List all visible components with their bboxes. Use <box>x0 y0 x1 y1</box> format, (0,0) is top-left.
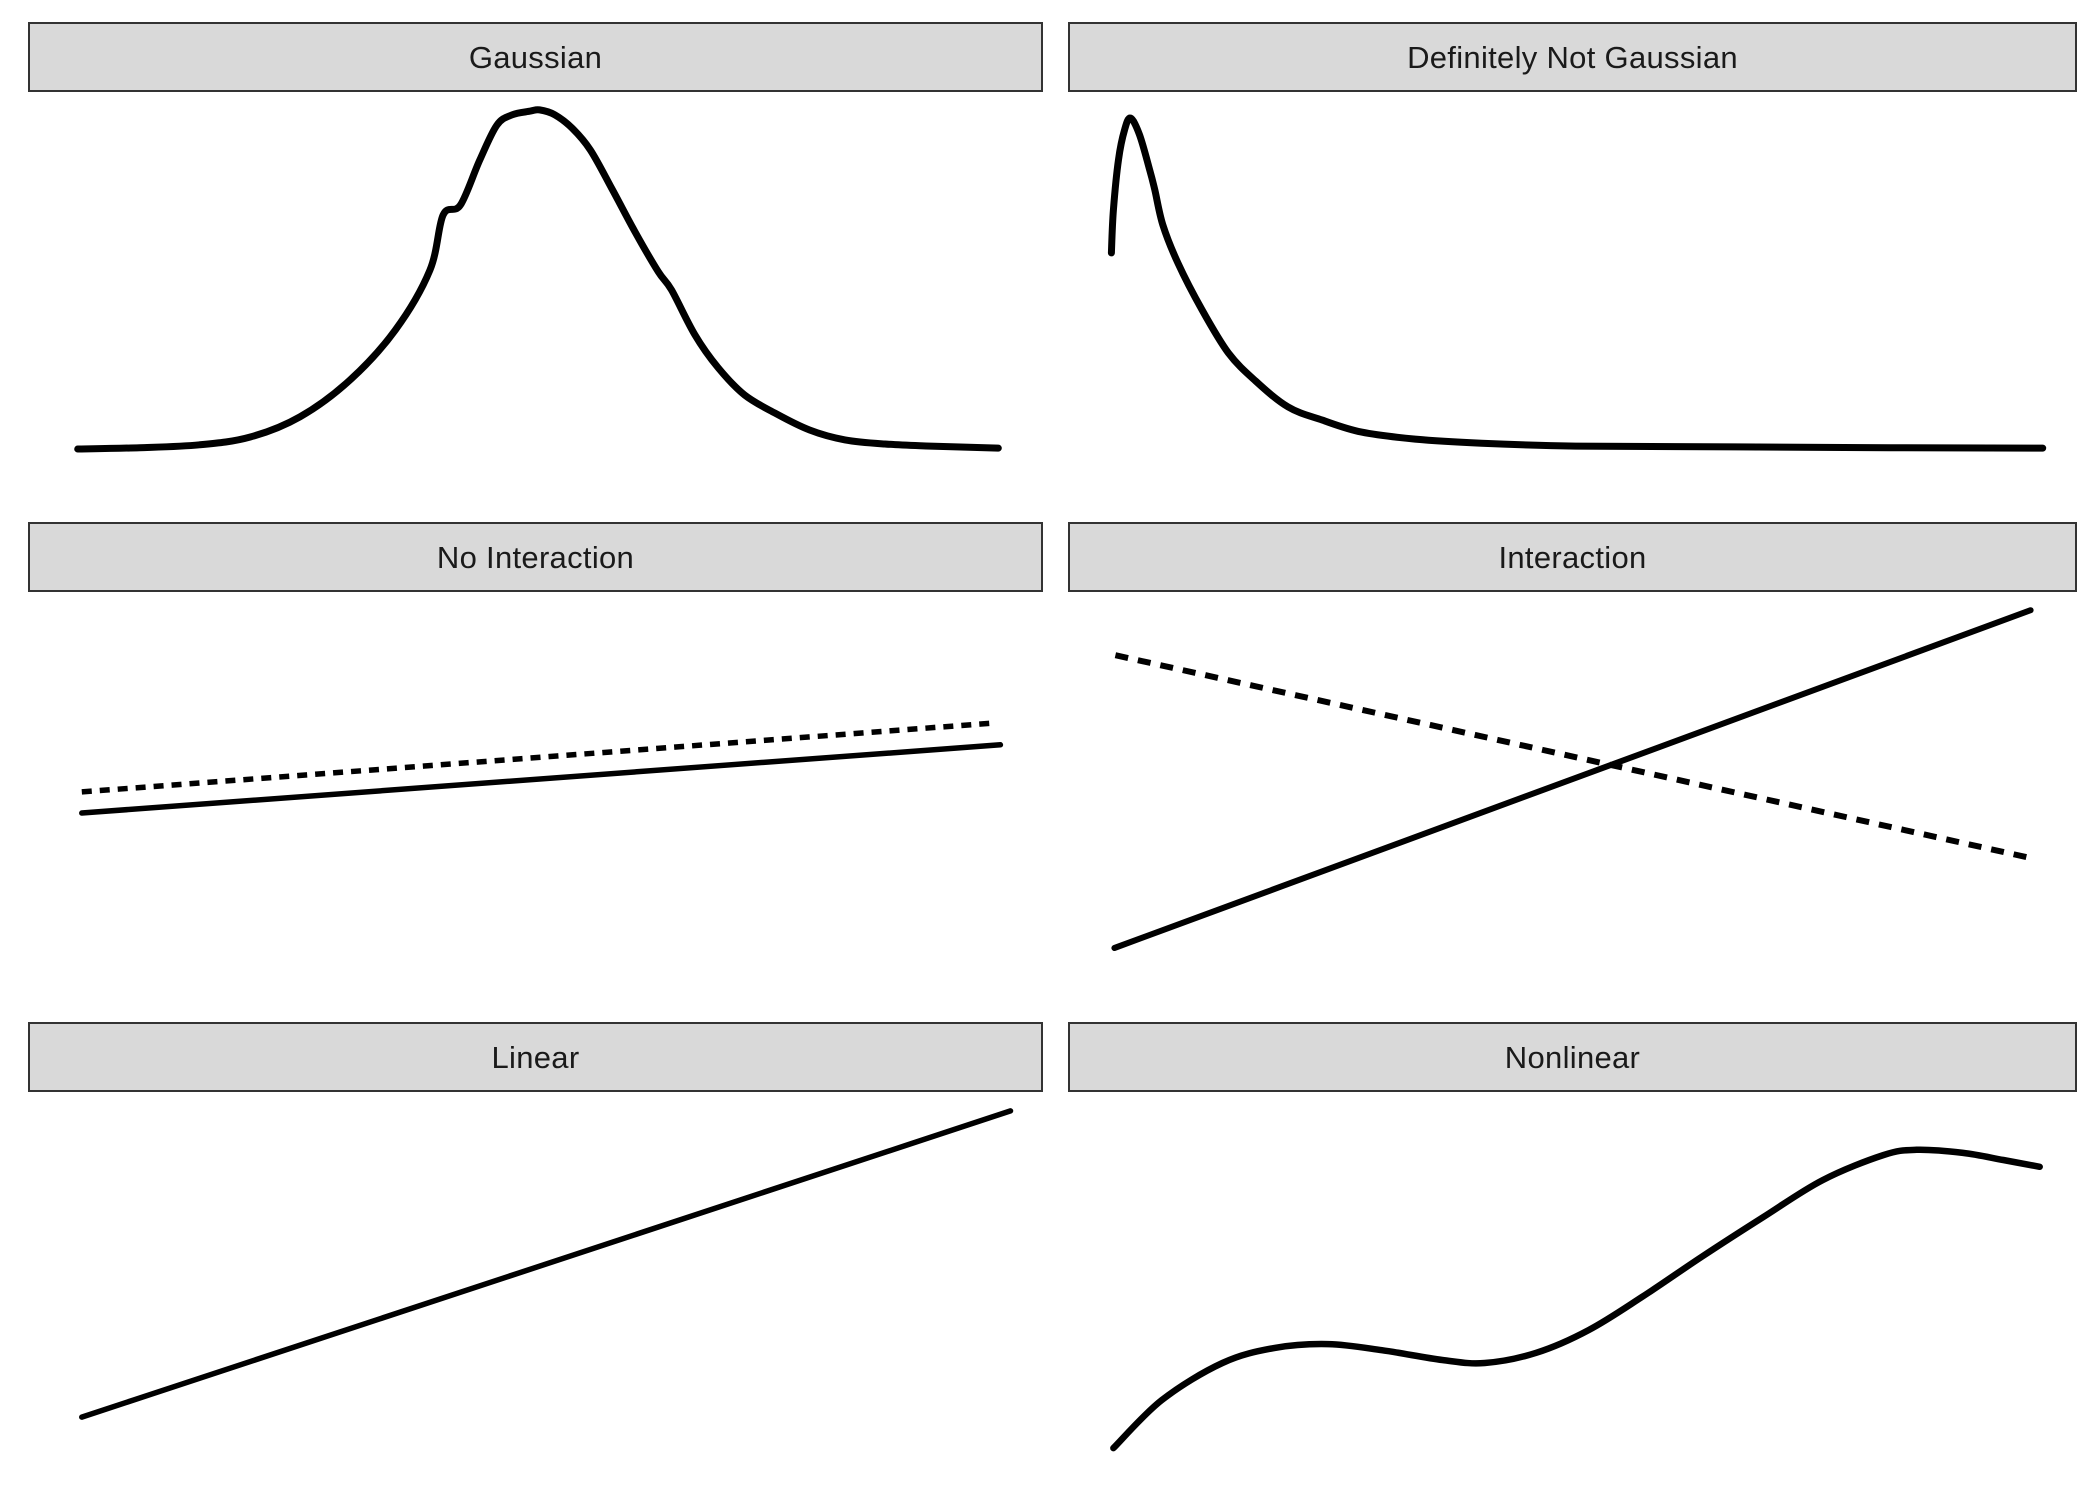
curve-interaction-group-dashed <box>1114 652 2028 861</box>
facet-title-gaussian: Gaussian <box>468 39 603 75</box>
curve-gaussian-density <box>74 106 1002 453</box>
facet-strip-not-gaussian: Definitely Not Gaussian <box>1068 22 2077 92</box>
curve-no-interaction-group-dashed <box>81 720 996 795</box>
curve-nonlinear-fit <box>1110 1146 2043 1452</box>
facet-strip-nonlinear: Nonlinear <box>1068 1022 2077 1092</box>
curve-linear-fit <box>79 1108 1014 1420</box>
facet-title-no-interaction: No Interaction <box>436 539 635 575</box>
facet-title-linear: Linear <box>491 1039 580 1075</box>
facet-title-nonlinear: Nonlinear <box>1504 1039 1641 1075</box>
facet-title-interaction: Interaction <box>1498 539 1647 575</box>
curve-no-interaction-group-solid <box>79 742 1004 816</box>
curve-interaction-group-solid <box>1111 607 2034 951</box>
facet-strip-no-interaction: No Interaction <box>28 522 1043 592</box>
facet-strip-interaction: Interaction <box>1068 522 2077 592</box>
facet-title-not-gaussian: Definitely Not Gaussian <box>1407 39 1738 75</box>
facet-strip-linear: Linear <box>28 1022 1043 1092</box>
facet-strip-gaussian: Gaussian <box>28 22 1043 92</box>
curve-not-gaussian-density <box>1107 114 2047 452</box>
